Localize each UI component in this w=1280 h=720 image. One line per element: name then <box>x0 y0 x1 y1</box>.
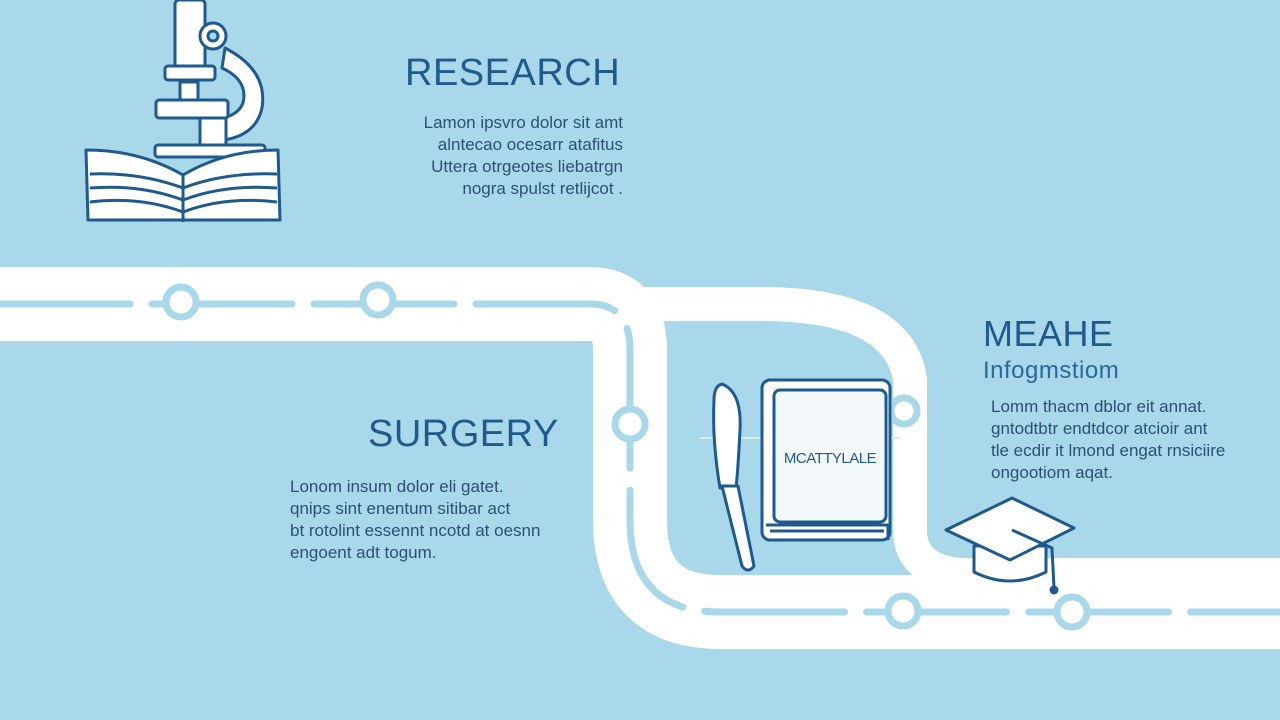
meahe-line: ongootiom aqat. <box>991 463 1113 482</box>
milestone-circle <box>162 283 200 321</box>
research-description: Lamon ipsvro dolor sit amt alntecao oces… <box>380 112 623 200</box>
research-line: Lamon ipsvro dolor sit amt <box>423 113 623 132</box>
research-line: alntecao ocesarr atafitus <box>437 135 623 154</box>
surgery-line: engoent adt togum. <box>290 543 437 562</box>
medical-book-icon <box>760 378 892 542</box>
research-title: RESEARCH <box>405 52 621 94</box>
milestone-circle <box>887 394 921 428</box>
surgery-line: Lonom insum dolor eli gatet. <box>290 477 504 496</box>
graduation-cap-icon <box>944 496 1076 595</box>
meahe-line: tle ecdir it lmond engat rnsiciire <box>991 441 1226 460</box>
open-book-icon <box>84 148 282 222</box>
milestone-markers <box>162 281 1091 631</box>
surgery-title: SURGERY <box>368 413 559 455</box>
milestone-circle <box>611 405 649 443</box>
meahe-title: MEAHE <box>983 313 1114 354</box>
milestone-circle <box>884 592 922 630</box>
surgery-line: bt rotolint essennt ncotd at oesnn <box>290 521 541 540</box>
research-line: nogra spulst retlijcot . <box>462 179 623 198</box>
surgery-line: qnips sint enentum sitibar act <box>290 499 511 518</box>
meahe-description: Lomm thacm dblor eit annat. gntodtbtr en… <box>991 396 1271 484</box>
meahe-line: Lomm thacm dblor eit annat. <box>991 397 1207 416</box>
meahe-line: gntodtbtr endtdcor atcioir ant <box>991 419 1208 438</box>
research-line: Uttera otrgeotes liebatrgn <box>431 157 623 176</box>
milestone-circle <box>1053 593 1091 631</box>
scalpel-icon <box>712 382 756 572</box>
microscope-icon <box>153 0 267 159</box>
milestone-circle <box>359 281 397 319</box>
meahe-subtitle: Infogmstiom <box>983 357 1120 384</box>
surgery-description: Lonom insum dolor eli gatet. qnips sint … <box>290 476 590 564</box>
book-cover-label: MCATTYLALE <box>783 450 877 467</box>
